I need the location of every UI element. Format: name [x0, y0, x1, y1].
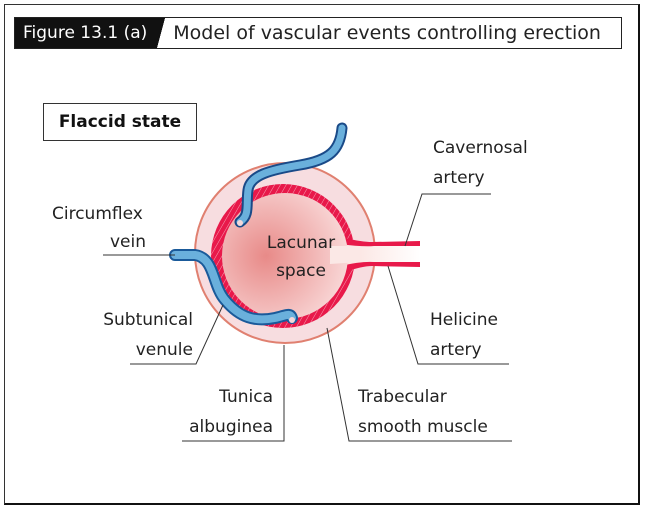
helicine-artery-label-1: Helicine	[430, 310, 498, 330]
trabecular-label-2: smooth muscle	[358, 417, 488, 437]
figure-number: Figure 13.1 (a)	[15, 18, 156, 48]
vein-end-lower	[289, 317, 295, 323]
lacunar-label-line2: space	[276, 261, 326, 281]
figure-title: Model of vascular events controlling ere…	[173, 22, 601, 44]
figure-frame	[4, 4, 640, 505]
title-separator	[155, 18, 170, 48]
leader-subtunical-venule	[130, 304, 224, 365]
emissary-vein-upper-fill	[236, 124, 346, 226]
tunica-albuginea-label-2: albuginea	[189, 417, 273, 437]
trabecular-label-1: Trabecular	[357, 387, 447, 407]
figure-title-bar: Figure 13.1 (a) Model of vascular events…	[14, 17, 622, 49]
cavernosal-artery-label-2: artery	[433, 168, 485, 188]
leader-cavernosal-artery	[404, 193, 491, 247]
lacunar-label-line1: Lacunar	[267, 233, 335, 253]
cavernosal-artery-label-1: Cavernosal	[433, 138, 528, 158]
tunica-albuginea-label-1: Tunica	[218, 387, 273, 407]
leader-tunica-albuginea	[182, 345, 285, 442]
helicine-artery-label-2: artery	[430, 340, 482, 360]
leader-helicine-artery	[387, 265, 509, 365]
state-label: Flaccid state	[43, 103, 197, 141]
lacunar-space	[222, 193, 348, 319]
leader-trabecular	[326, 327, 512, 442]
subtunical-venule-label-1: Subtunical	[103, 310, 193, 330]
artery-inflow	[330, 246, 360, 264]
circumflex-vein-label-1: Circumflex	[52, 204, 143, 224]
circumflex-vein-label-2: vein	[110, 232, 146, 252]
vein-end-upper	[237, 220, 243, 226]
subtunical-venule-label-2: venule	[136, 340, 193, 360]
circumflex-vein-fill	[171, 251, 296, 324]
